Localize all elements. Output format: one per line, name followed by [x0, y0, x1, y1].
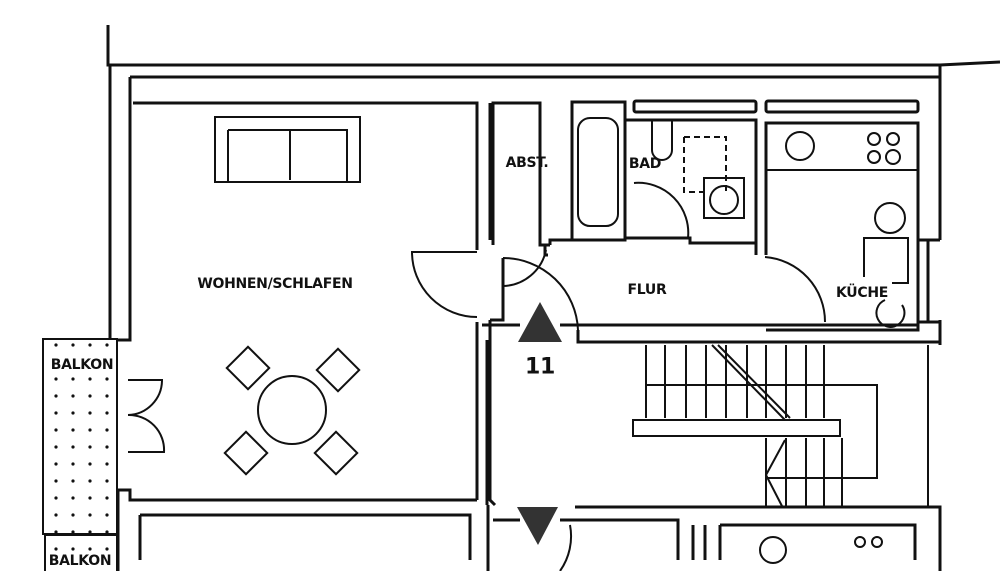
door-kitchen [764, 256, 827, 323]
room-label-balcony-lower: BALKON [48, 553, 112, 569]
sofa [214, 116, 361, 183]
table [257, 375, 327, 445]
outer-walls [106, 25, 1000, 571]
door-bath [633, 181, 690, 239]
room-label-hall: FLUR [627, 282, 667, 298]
window [764, 99, 920, 114]
chairs [223, 345, 361, 476]
entry-door [502, 256, 579, 331]
stove [867, 132, 901, 165]
unit-number: 11 [524, 354, 556, 380]
hall [482, 238, 942, 571]
room-label-kitchen: KÜCHE [835, 285, 889, 301]
room-label-balcony-upper: BALKON [50, 357, 114, 373]
window [632, 99, 758, 114]
entrance-down-marker [517, 507, 558, 545]
balcony-door [127, 379, 166, 453]
toilet [651, 120, 673, 161]
door-living [410, 251, 478, 318]
service-rooms [491, 99, 940, 332]
room-label-bath: BAD [628, 156, 662, 172]
living-room [127, 101, 497, 507]
room-label-living: WOHNEN/SCHLAFEN [197, 276, 353, 292]
bathtub [577, 117, 619, 227]
door-storage [502, 249, 547, 288]
balcony [42, 338, 118, 571]
room-label-storage: ABST. [505, 155, 549, 171]
sink [703, 177, 745, 219]
entrance-up-marker [518, 302, 562, 342]
staircase [632, 344, 929, 509]
sink-kitchen [785, 131, 815, 161]
